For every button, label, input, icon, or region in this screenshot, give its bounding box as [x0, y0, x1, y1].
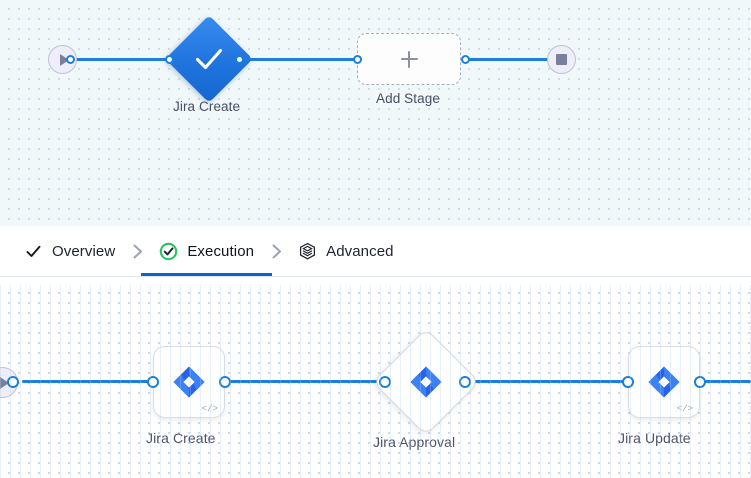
- node-label-jira-create-step: Jira Create: [146, 430, 216, 446]
- port-jira-create-step-in[interactable]: [147, 376, 159, 388]
- edge-jira-create-to-jira-approval: [226, 380, 385, 383]
- edge-jira-approval-to-jira-update: [465, 380, 625, 383]
- add-stage-button[interactable]: [357, 33, 461, 85]
- edge-add-stage-to-end: [464, 58, 558, 61]
- stage-config-tabs: Overview Execution: [0, 226, 751, 277]
- port-jira-approval-in[interactable]: [379, 376, 391, 388]
- jira-icon: [173, 366, 205, 398]
- port-add-stage-in[interactable]: [353, 55, 362, 64]
- tab-label-advanced: Advanced: [326, 242, 394, 260]
- port-add-stage-out[interactable]: [461, 55, 470, 64]
- layers-hexagon-icon: [298, 242, 317, 261]
- port-jira-create-step-out[interactable]: [219, 376, 231, 388]
- chevron-right-icon: [117, 226, 157, 276]
- port-jira-update-in[interactable]: [622, 376, 634, 388]
- node-jira-update-step[interactable]: </>: [628, 346, 700, 418]
- end-node[interactable]: [547, 45, 576, 74]
- edge-jira-create-to-add-stage: [238, 58, 363, 61]
- edge-start-to-jira-create-step: [22, 380, 154, 383]
- play-icon: [59, 53, 69, 66]
- port-jira-approval-out[interactable]: [459, 376, 471, 388]
- edge-jira-update-outgoing: [698, 380, 751, 383]
- execution-steps-canvas[interactable]: </> Jira Create Jira Approval </>: [0, 285, 751, 478]
- node-label-jira-create: Jira Create: [173, 99, 241, 114]
- check-circle-icon: [159, 242, 178, 261]
- node-label-add-stage: Add Stage: [376, 91, 440, 106]
- start-node[interactable]: [48, 45, 77, 74]
- jira-icon: [648, 366, 680, 398]
- port-start-out[interactable]: [66, 55, 75, 64]
- code-badge: </>: [201, 404, 218, 414]
- port-start-out[interactable]: [7, 376, 19, 388]
- port-jira-create-in[interactable]: [165, 55, 174, 64]
- port-jira-create-out[interactable]: [235, 55, 244, 64]
- node-label-jira-approval-step: Jira Approval: [373, 434, 456, 450]
- tab-label-overview: Overview: [52, 242, 116, 260]
- play-icon: [0, 376, 9, 389]
- plus-icon: [400, 50, 418, 68]
- edge-start-to-jira-create: [70, 58, 182, 61]
- node-label-jira-update-step: Jira Update: [618, 430, 691, 446]
- check-icon: [195, 48, 223, 70]
- tab-overview[interactable]: Overview: [22, 226, 117, 276]
- tab-advanced[interactable]: Advanced: [296, 226, 396, 276]
- tab-label-execution: Execution: [187, 242, 255, 260]
- chevron-right-icon: [256, 226, 296, 276]
- jira-icon: [410, 366, 442, 398]
- pipeline-stage-canvas[interactable]: Jira Create Add Stage: [0, 0, 751, 226]
- port-jira-update-out[interactable]: [694, 376, 706, 388]
- tab-execution[interactable]: Execution: [141, 226, 272, 276]
- check-icon: [24, 242, 43, 261]
- node-jira-create-step[interactable]: </>: [153, 346, 225, 418]
- code-badge: </>: [676, 404, 693, 414]
- stop-icon: [556, 54, 567, 65]
